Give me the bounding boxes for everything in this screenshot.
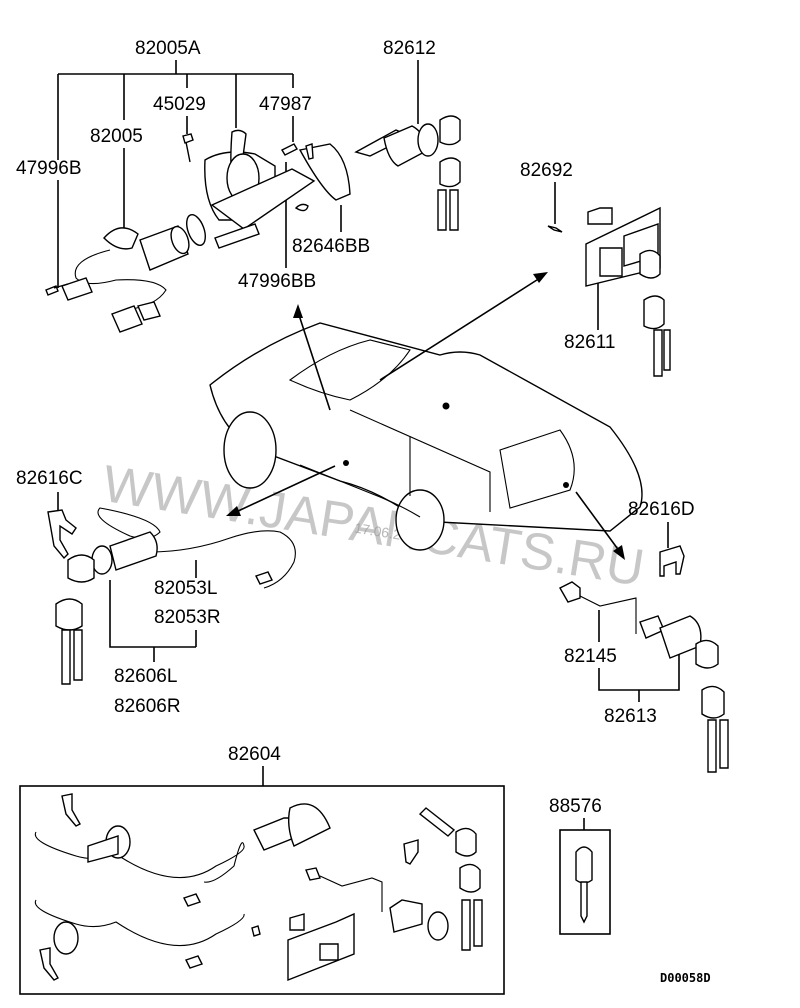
key-88576-frame xyxy=(559,829,611,935)
callout-82692: 82692 xyxy=(520,160,573,181)
callout-88576: 88576 xyxy=(549,796,602,817)
callout-tailgate-group: 82616D 82145 82613 xyxy=(564,499,695,727)
callout-82053R: 82053R xyxy=(154,607,221,628)
callout-left-door-group: 82616C 82053L 82053R 82606L 82606R xyxy=(16,468,221,717)
ignition-switch-assembly xyxy=(45,129,351,333)
blank-key-88576 xyxy=(575,846,593,924)
callout-82613: 82613 xyxy=(604,706,657,727)
callout-82005A-group: 82005A 45029 47987 82005 47996B 82646BB … xyxy=(16,38,370,292)
callout-82646BB: 82646BB xyxy=(292,236,370,257)
tailgate-lock-cylinder xyxy=(559,545,729,773)
ignition-cylinder-82612 xyxy=(354,115,461,231)
pointer-arrows xyxy=(226,272,625,560)
callout-82616C: 82616C xyxy=(16,468,83,489)
drawing-code: D00058D xyxy=(660,971,711,985)
callout-82692-82611-group: 82692 82611 xyxy=(520,160,615,353)
callout-82604-group: 82604 xyxy=(19,744,505,995)
kit-82604-frame xyxy=(19,785,505,995)
callout-45029: 45029 xyxy=(153,94,206,115)
callout-47987: 47987 xyxy=(259,94,312,115)
door-lock-cylinder-left xyxy=(47,507,296,685)
callout-88576-group: 88576 xyxy=(549,796,611,935)
callout-82604: 82604 xyxy=(228,744,281,765)
callout-82053L: 82053L xyxy=(154,578,217,599)
callout-82606L: 82606L xyxy=(114,666,177,687)
callout-82612: 82612 xyxy=(383,38,436,59)
callout-82606R: 82606R xyxy=(114,696,181,717)
callout-47996B: 47996B xyxy=(16,158,82,179)
kit-82604-contents xyxy=(34,793,483,982)
callout-82145: 82145 xyxy=(564,646,617,667)
callout-82616D: 82616D xyxy=(628,499,695,520)
callout-82612-group: 82612 xyxy=(383,38,436,124)
callout-82005A: 82005A xyxy=(135,38,201,59)
callout-82611: 82611 xyxy=(564,332,615,353)
callout-82005: 82005 xyxy=(90,126,143,147)
glove-box-lock-82611 xyxy=(547,206,671,377)
callout-47996BB: 47996BB xyxy=(238,271,316,292)
